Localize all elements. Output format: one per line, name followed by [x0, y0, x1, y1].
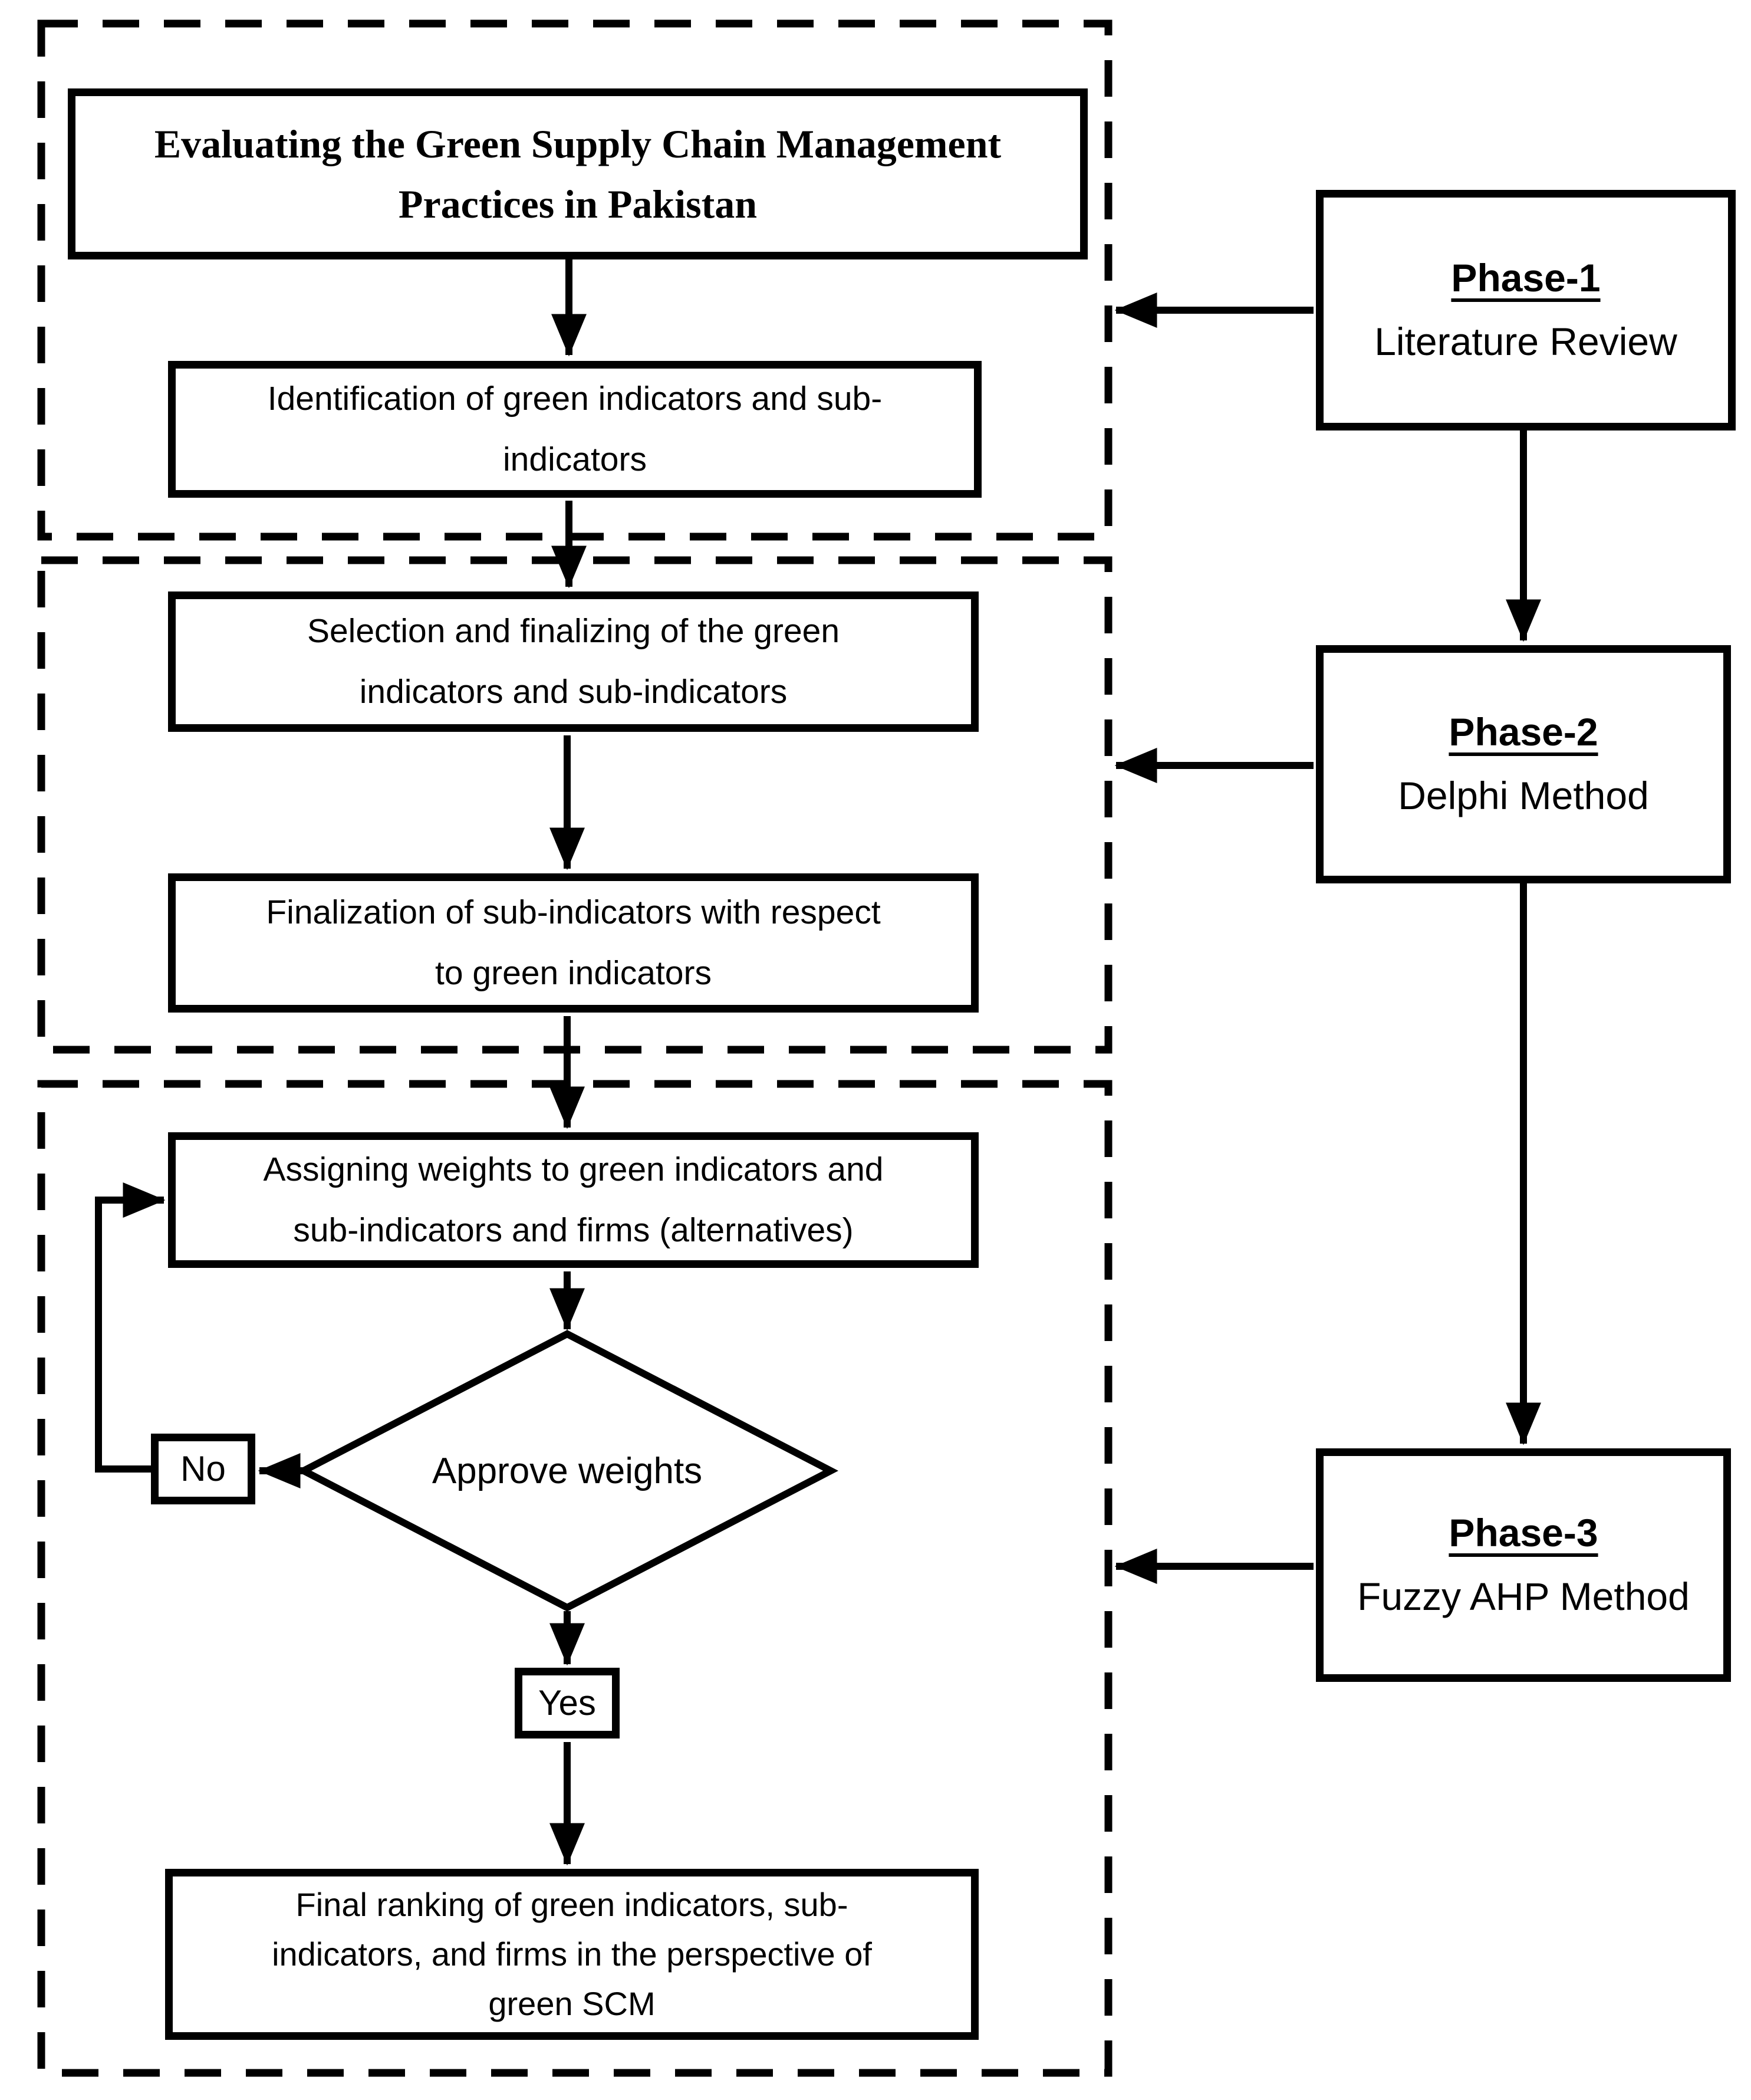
phase-1-method: Literature Review: [1374, 320, 1677, 363]
phase-1-box: Phase-1 Literature Review: [1316, 190, 1736, 430]
assigning-line-1: Assigning weights to green indicators an…: [263, 1151, 884, 1189]
identification-box: Identification of green indicators and s…: [168, 361, 982, 498]
phase-3-method: Fuzzy AHP Method: [1357, 1575, 1690, 1618]
final-line-2: indicators, and firms in the perspective…: [272, 1935, 872, 1973]
final-line-3: green SCM: [488, 1985, 656, 2022]
final-ranking-box: Final ranking of green indicators, sub- …: [165, 1869, 979, 2040]
phase-2-box: Phase-2 Delphi Method: [1316, 645, 1731, 883]
decision-diamond-shape: [295, 1330, 839, 1612]
assigning-line-2: sub-indicators and firms (alternatives): [293, 1211, 854, 1249]
title-line-2: Practices in Pakistan: [398, 182, 758, 226]
title-line-1: Evaluating the Green Supply Chain Manage…: [154, 121, 1002, 166]
final-line-1: Final ranking of green indicators, sub-: [295, 1886, 848, 1923]
phase1-dashed-group: [37, 19, 1113, 541]
selection-line-2: indicators and sub-indicators: [359, 673, 788, 711]
phase-3-name: Phase-3: [1449, 1511, 1598, 1555]
arrow-no-loop-to-assigning-icon: [95, 1182, 166, 1473]
no-box: No: [151, 1434, 255, 1504]
phase-2-name: Phase-2: [1449, 710, 1598, 754]
finalization-line-1: Finalization of sub-indicators with resp…: [266, 893, 881, 932]
no-label: No: [180, 1449, 226, 1488]
identification-line-2: indicators: [503, 441, 647, 478]
phase-2-method: Delphi Method: [1398, 774, 1649, 817]
finalization-box: Finalization of sub-indicators with resp…: [168, 873, 979, 1013]
yes-label: Yes: [538, 1683, 596, 1723]
phase2-dashed-group: [37, 556, 1113, 1054]
decision-label: Approve weights: [432, 1450, 703, 1491]
assigning-box: Assigning weights to green indicators an…: [168, 1132, 979, 1268]
identification-line-1: Identification of green indicators and s…: [267, 380, 883, 418]
yes-box: Yes: [515, 1668, 620, 1739]
phase-1-name: Phase-1: [1451, 256, 1601, 300]
phase3-dashed-group: [37, 1080, 1113, 2077]
selection-line-1: Selection and finalizing of the green: [307, 612, 840, 650]
selection-box: Selection and finalizing of the green in…: [168, 591, 979, 732]
finalization-line-2: to green indicators: [435, 954, 712, 992]
title-box: Evaluating the Green Supply Chain Manage…: [68, 88, 1088, 259]
phase-3-box: Phase-3 Fuzzy AHP Method: [1316, 1448, 1731, 1682]
